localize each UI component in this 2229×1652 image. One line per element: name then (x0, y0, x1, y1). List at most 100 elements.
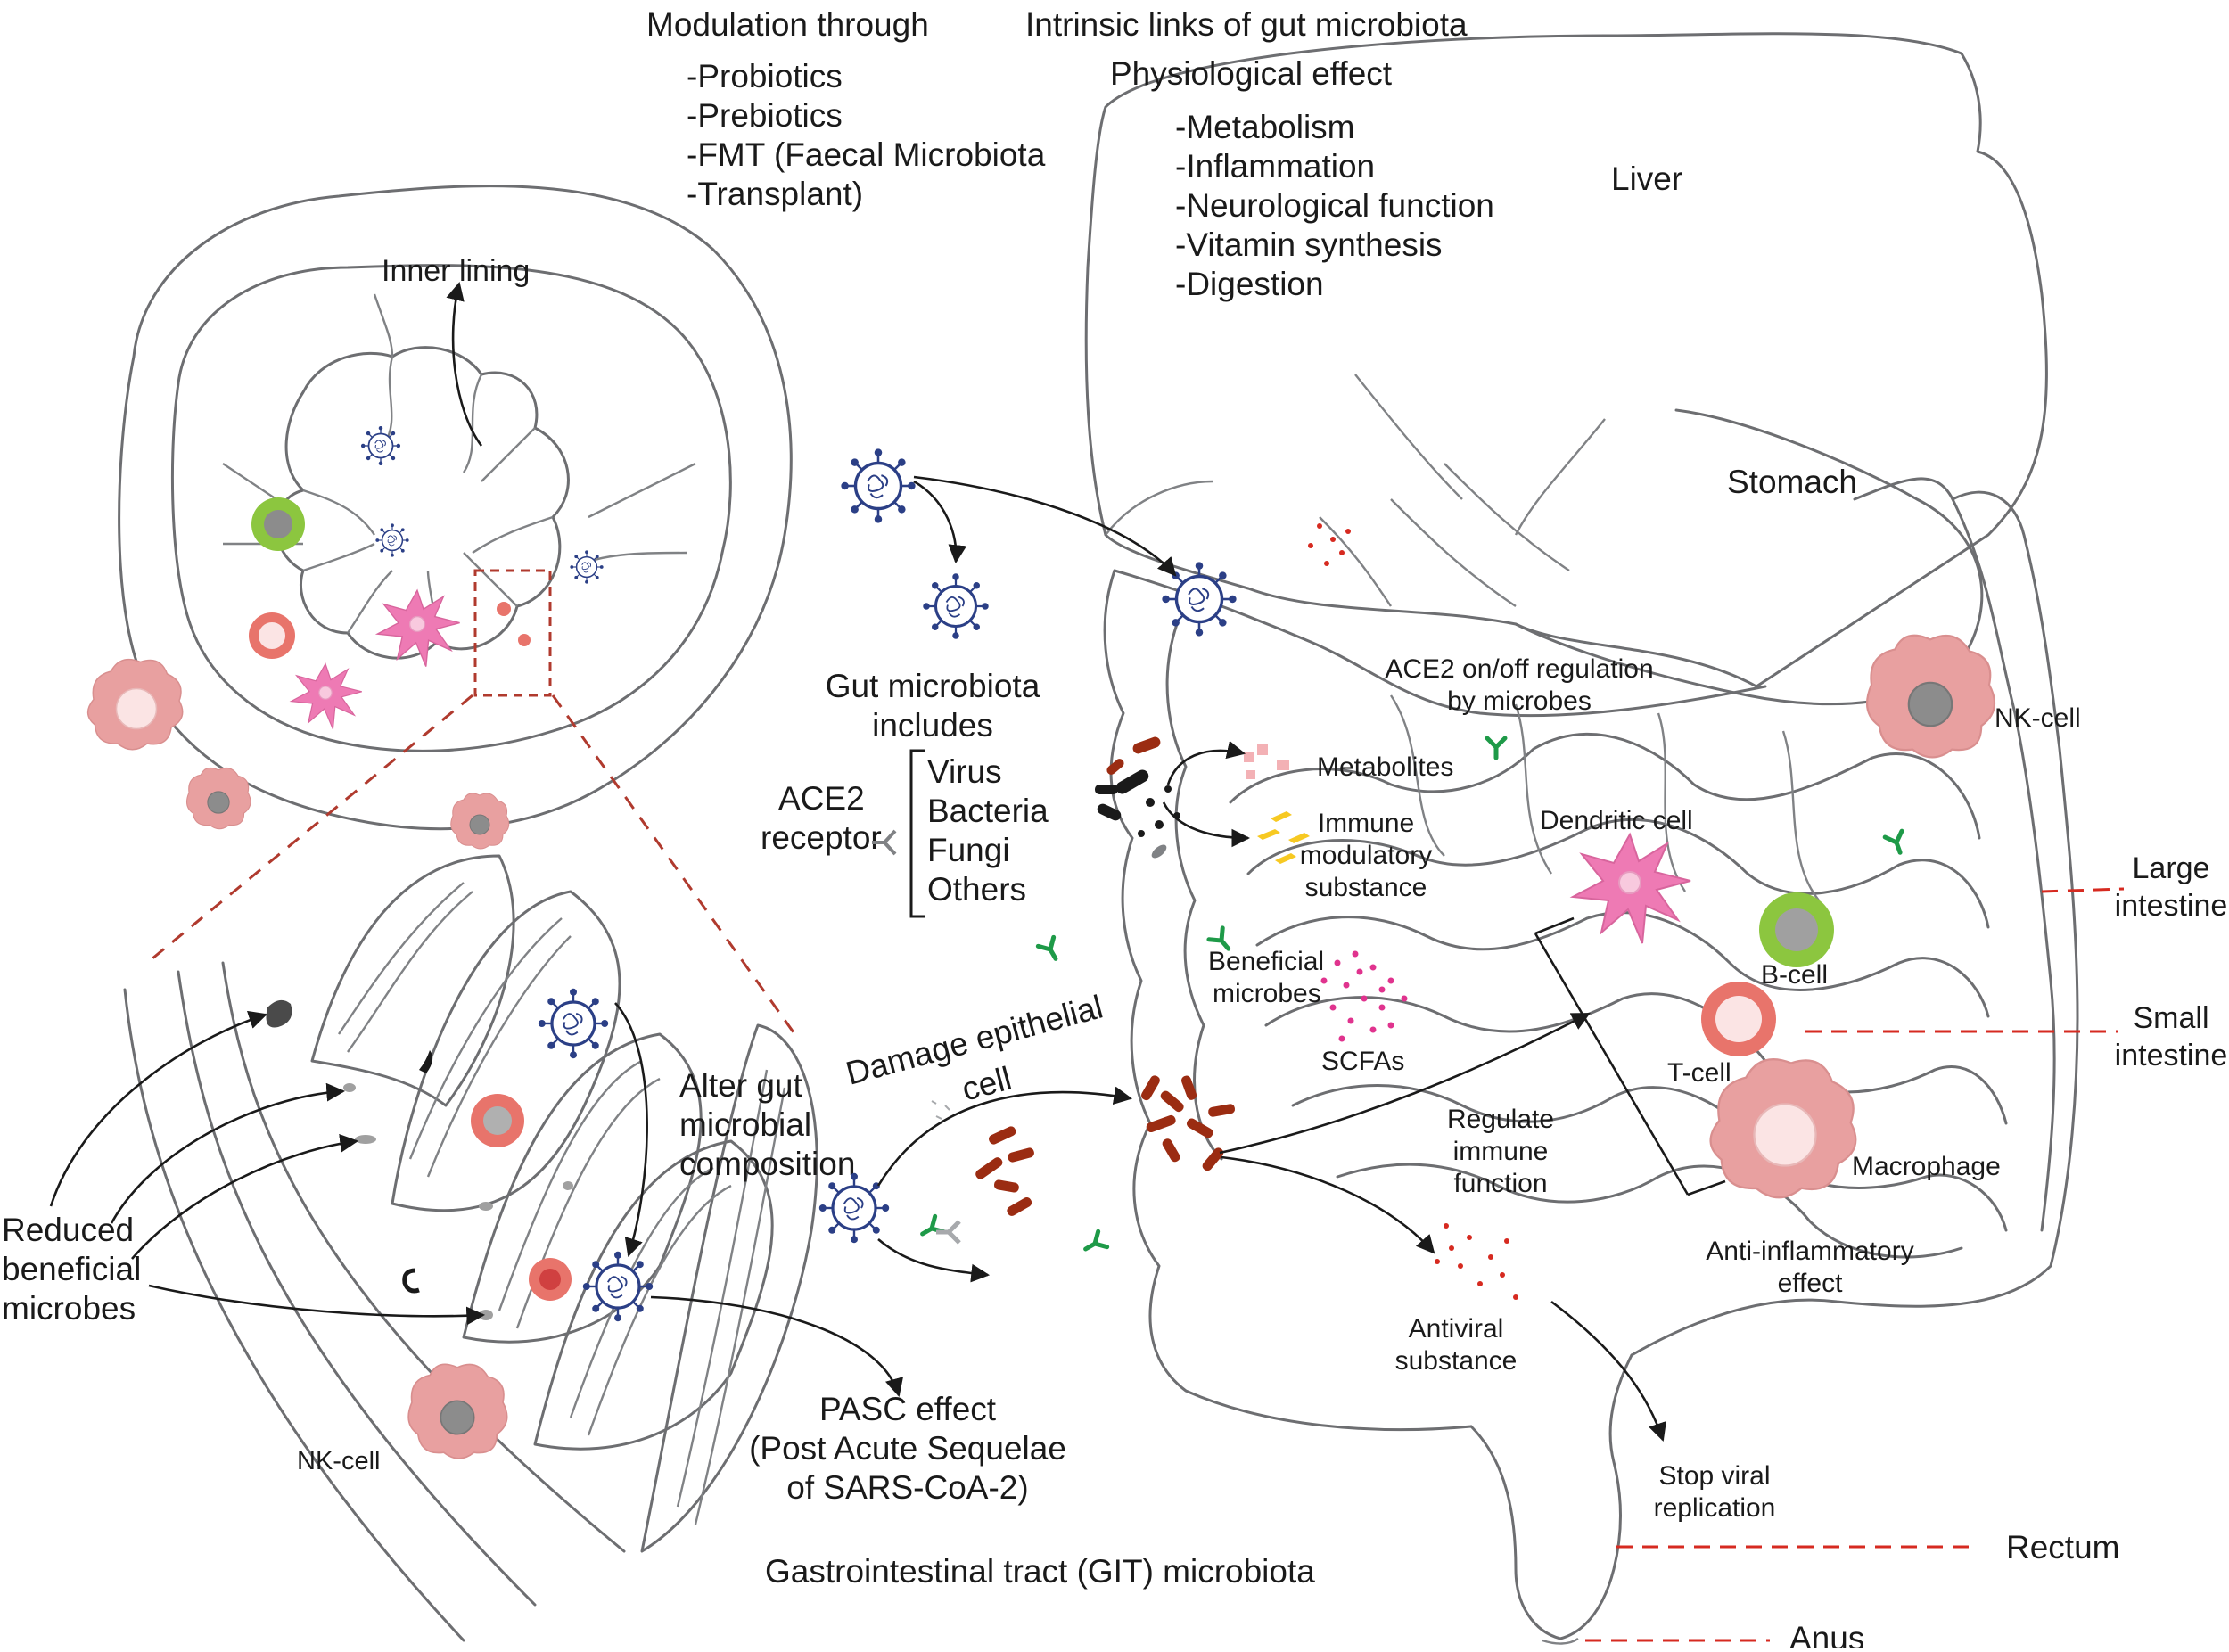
metabolites-label: Metabolites (1317, 752, 1453, 782)
svg-text:ACE2 on/off regulation: ACE2 on/off regulation (1385, 654, 1653, 684)
svg-text:Small: Small (2133, 1001, 2208, 1035)
virus-entry-group (839, 447, 1238, 641)
antiviral-label: Antiviral substance (1395, 1314, 1518, 1376)
macrophage-outside-section (86, 658, 510, 850)
svg-text:-Vitamin synthesis: -Vitamin synthesis (1175, 226, 1443, 263)
svg-text:Regulate: Regulate (1447, 1105, 1554, 1134)
stomach-label: Stomach (1727, 464, 1857, 500)
svg-text:-Metabolism: -Metabolism (1175, 109, 1355, 145)
gut-microbiota-includes: Gut microbiota includes Virus Bacteria F… (826, 668, 1049, 918)
scfas-label: SCFAs (1321, 1047, 1404, 1076)
reduced-beneficial-microbes-label: Reduced beneficial microbes (2, 1212, 141, 1327)
svg-text:PASC effect: PASC effect (819, 1391, 997, 1427)
ace2-regulation-label: ACE2 on/off regulation by microbes (1385, 654, 1653, 716)
dendritic-cell-cross-section (291, 589, 461, 730)
anti-inflammatory-label: Anti-inflammatory effect (1706, 1237, 1913, 1298)
bracket-line (1534, 933, 1690, 1196)
t-cell-label: T-cell (1667, 1058, 1731, 1088)
microbiota-fungi: Fungi (927, 832, 1010, 868)
svg-text:Large: Large (2133, 851, 2210, 885)
immune-modulatory-label: Immune modulatory substance (1300, 809, 1432, 902)
svg-text:-Digestion: -Digestion (1175, 266, 1324, 302)
beneficial-microbes-label: Beneficial microbes (1208, 947, 1324, 1008)
svg-text:Intrinsic links of gut microbi: Intrinsic links of gut microbiota (1025, 6, 1468, 43)
microbiota-others: Others (927, 871, 1026, 908)
large-intestine-label: Large intestine (2115, 851, 2228, 923)
svg-text:Anti-inflammatory: Anti-inflammatory (1706, 1237, 1913, 1266)
svg-text:intestine: intestine (2115, 1039, 2228, 1073)
t-cell (1701, 982, 1776, 1056)
rectum-label: Rectum (2006, 1529, 2119, 1566)
svg-text:immune: immune (1453, 1137, 1549, 1166)
liver-outline (1084, 32, 2048, 688)
svg-text:Modulation through: Modulation through (646, 6, 929, 43)
immune-modulatory-icon (1257, 811, 1310, 864)
damage-epithelial-label: Damage epithelial cell (842, 988, 1106, 1107)
zoomed-arrows (49, 1002, 903, 1398)
arrow-to-immune (1162, 801, 1251, 848)
b-cell-cross-section (251, 497, 305, 551)
t-cell-cross-section (249, 612, 295, 659)
svg-text:composition: composition (679, 1146, 855, 1182)
small-intestine-label: Small intestine (2115, 1001, 2228, 1073)
scfas-dots (1320, 950, 1408, 1042)
rectum-outline (1469, 1353, 1633, 1645)
figure-title: Gastrointestinal tract (GIT) microbiota (765, 1553, 1315, 1590)
macrophage (1709, 1057, 1857, 1199)
b-cell (1759, 892, 1834, 967)
bracket-ends (1534, 916, 1726, 1196)
b-cell-label: B-cell (1761, 960, 1828, 990)
svg-text:-FMT (Faecal Microbiota: -FMT (Faecal Microbiota (687, 136, 1046, 173)
intrinsic-block: Intrinsic links of gut microbiota Physio… (1025, 6, 1494, 302)
metabolites-icon (1244, 744, 1289, 779)
red-dots-stomach (1308, 523, 1351, 566)
svg-text:substance: substance (1305, 873, 1427, 902)
zoom-box (146, 569, 795, 1033)
dendritic-cell-label: Dendritic cell (1540, 806, 1693, 835)
svg-text:-Neurological function: -Neurological function (1175, 187, 1494, 224)
stop-viral-label: Stop viral replication (1654, 1461, 1776, 1523)
alter-composition-label: Alter gut microbial composition (679, 1067, 855, 1182)
svg-text:function: function (1453, 1169, 1547, 1198)
svg-text:substance: substance (1395, 1346, 1518, 1376)
svg-text:microbes: microbes (2, 1290, 136, 1327)
large-intestine-leader (2041, 887, 2125, 893)
zoomed-nk-cell-label: NK-cell (297, 1447, 380, 1475)
pasc-effect-label: PASC effect (Post Acute Sequelae of SARS… (749, 1391, 1066, 1506)
svg-text:includes: includes (872, 707, 993, 744)
svg-text:-Probiotics: -Probiotics (687, 58, 843, 95)
svg-text:Gut microbiota: Gut microbiota (826, 668, 1040, 704)
svg-text:-Prebiotics: -Prebiotics (687, 97, 843, 134)
svg-text:receptor: receptor (761, 819, 882, 856)
svg-text:(Post Acute Sequelae: (Post Acute Sequelae (749, 1430, 1066, 1467)
svg-text:Metabolites: Metabolites (1317, 752, 1453, 782)
damaged-cell-group (818, 1075, 1236, 1283)
svg-text:microbial: microbial (679, 1106, 811, 1143)
small-intestine-outline (1229, 694, 2008, 1259)
microbiota-bacteria: Bacteria (927, 793, 1049, 829)
zoomed-villi (123, 854, 818, 1642)
arrow-to-metabolites (1166, 740, 1246, 785)
svg-text:Stop viral: Stop viral (1658, 1461, 1770, 1491)
svg-text:modulatory: modulatory (1300, 841, 1432, 870)
stomach-folds (1319, 463, 1570, 607)
regulate-immune-label: Regulate immune function (1447, 1105, 1554, 1198)
svg-text:beneficial: beneficial (2, 1251, 141, 1287)
svg-text:Immune: Immune (1318, 809, 1414, 838)
nk-cell (1865, 634, 1996, 759)
svg-text:replication: replication (1654, 1493, 1776, 1523)
anus-label: Anus (1789, 1620, 1864, 1648)
svg-text:Beneficial: Beneficial (1208, 947, 1324, 976)
inner-lining-label: Inner lining (382, 254, 530, 288)
macrophage-label: Macrophage (1852, 1152, 2001, 1181)
regulate-arrows (1219, 1012, 1591, 1254)
svg-text:Physiological effect: Physiological effect (1110, 55, 1393, 92)
zoomed-cells (407, 1094, 572, 1459)
antiviral-dots (1435, 1223, 1518, 1300)
microbiota-virus: Virus (927, 753, 1002, 790)
nk-cell-label: NK-cell (1995, 703, 2081, 733)
ace2-receptor-label: ACE2 receptor (761, 780, 897, 856)
svg-text:cell: cell (958, 1060, 1015, 1108)
zoomed-microbes (266, 999, 573, 1320)
svg-text:ACE2: ACE2 (778, 780, 865, 817)
